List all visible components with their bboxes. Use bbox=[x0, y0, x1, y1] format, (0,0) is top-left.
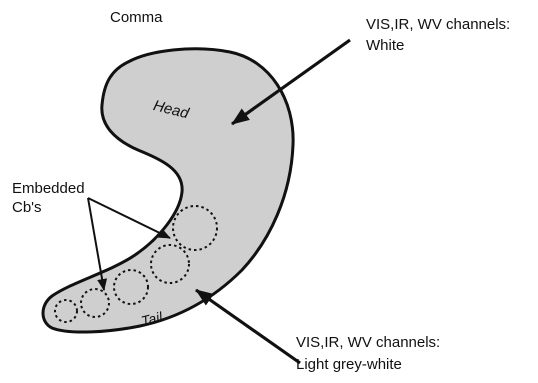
head-annotation-arrow bbox=[231, 38, 351, 126]
embedded-cb-label-line1: Embedded bbox=[12, 180, 85, 197]
embedded-cb-label-line2: Cb's bbox=[12, 199, 42, 216]
tail-annotation-arrow bbox=[195, 288, 301, 365]
embedded-cb-pointer-line bbox=[87, 197, 108, 291]
tail-annotation-line2: Light grey-white bbox=[296, 356, 402, 373]
embedded-cb-circle bbox=[150, 244, 190, 284]
head-annotation-line1: VIS,IR, WV channels: bbox=[366, 16, 510, 33]
diagram-title: Comma bbox=[110, 9, 163, 26]
head-annotation-line2: White bbox=[366, 37, 404, 54]
embedded-cb-circle bbox=[113, 269, 149, 305]
embedded-cb-circle bbox=[54, 299, 78, 323]
tail-annotation-line1: VIS,IR, WV channels: bbox=[296, 334, 440, 351]
embedded-cb-circle bbox=[172, 205, 218, 251]
embedded-cb-circles bbox=[54, 205, 218, 323]
embedded-cb-circle bbox=[80, 288, 110, 318]
tail-label: Tail bbox=[139, 308, 164, 329]
comma-cloud-shape bbox=[41, 47, 295, 334]
embedded-cb-pointers bbox=[87, 197, 171, 291]
embedded-cb-pointer-line bbox=[87, 197, 171, 239]
